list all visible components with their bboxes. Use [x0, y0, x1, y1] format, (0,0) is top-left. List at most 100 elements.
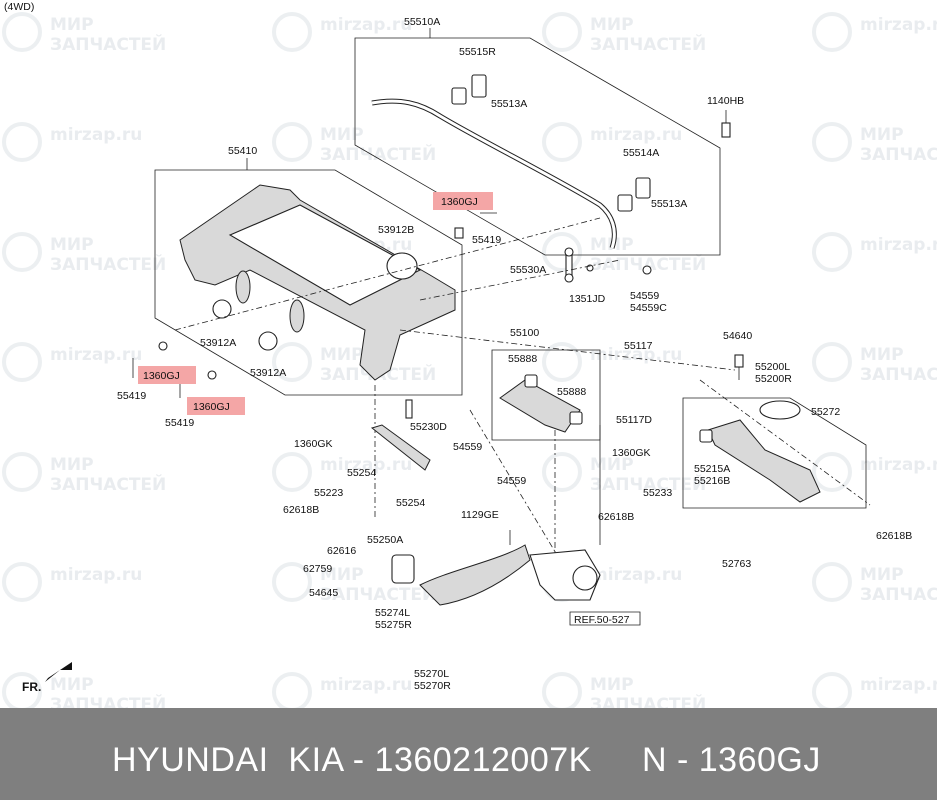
label-62618B-right: 62618B	[876, 530, 912, 542]
label-52763: 52763	[722, 558, 751, 570]
watermark-logo-icon	[272, 672, 312, 708]
watermark-text: mirzap.ru	[590, 345, 682, 365]
watermark-text: mirzap.ru	[860, 15, 937, 35]
label-1129GE: 1129GE	[461, 509, 499, 521]
label-55100: 55100	[510, 327, 539, 339]
watermark-text: ЗАПЧАСТЕЙ	[590, 693, 706, 708]
label-55216B: 55216B	[694, 475, 730, 487]
label-55117: 55117	[624, 340, 653, 352]
watermark-text: МИР	[50, 15, 94, 35]
watermark-logo-icon	[2, 122, 42, 162]
watermark-logo-icon	[2, 232, 42, 272]
front-arrow-icon	[45, 662, 72, 682]
watermark-text: mirzap.ru	[320, 675, 412, 695]
label-54559C: 54559C	[630, 302, 667, 314]
watermark-text: МИР	[860, 125, 904, 145]
subframe-group	[132, 158, 497, 398]
label-62759: 62759	[303, 563, 332, 575]
watermark-logo-icon	[812, 232, 852, 272]
watermark-text: mirzap.ru	[860, 675, 937, 695]
label-55515R: 55515R	[459, 46, 496, 58]
label-1140HB: 1140HB	[707, 95, 744, 107]
watermark-logo-icon	[542, 452, 582, 492]
label-55510A: 55510A	[404, 16, 440, 28]
label-54559: 54559	[630, 290, 659, 302]
label-55223: 55223	[314, 487, 343, 499]
label-55215A: 55215A	[694, 463, 730, 475]
highlight-1360gj-top	[433, 192, 493, 210]
watermark-text: ЗАПЧАСТЕЙ	[50, 693, 166, 708]
watermark-text: mirzap.ru	[50, 125, 142, 145]
label-54645: 54645	[309, 587, 338, 599]
watermark-logo-icon	[272, 122, 312, 162]
watermark-text: ЗАПЧАСТЕЙ	[860, 583, 937, 605]
trailing-arm-group	[370, 399, 641, 626]
watermark-logo-icon	[2, 672, 42, 708]
label-55530A: 55530A	[510, 264, 546, 276]
watermark-logo-icon	[542, 122, 582, 162]
label-55200R: 55200R	[755, 373, 792, 385]
watermark-text: МИР	[50, 675, 94, 695]
watermark-text: mirzap.ru	[320, 15, 412, 35]
bottom-banner: HYUNDAI KIA - 1360212007K N - 1360GJ	[0, 708, 937, 800]
label-62618B-left: 62618B	[283, 504, 319, 516]
label-1360GK-right: 1360GK	[612, 447, 651, 459]
watermark-text: ЗАПЧАСТЕЙ	[50, 253, 166, 275]
watermark-text: МИР	[320, 125, 364, 145]
watermark-text: ЗАПЧАСТЕЙ	[320, 583, 436, 605]
highlight-1360gj-mid	[187, 397, 245, 415]
watermark-logo-icon	[542, 12, 582, 52]
watermark-logo-icon	[812, 672, 852, 708]
label-55419-mid: 55419	[165, 417, 194, 429]
watermark-text: ЗАПЧАСТЕЙ	[50, 33, 166, 55]
watermark-logo-icon	[2, 562, 42, 602]
label-55274L: 55274L	[375, 607, 410, 619]
watermark-text: МИР	[320, 345, 364, 365]
watermark-text: МИР	[590, 15, 634, 35]
banner-part-number: HYUNDAI KIA - 1360212007K	[112, 741, 592, 779]
label-1360GJ-mid: 1360GJ	[193, 401, 230, 413]
label-front-direction: FR.	[22, 680, 41, 694]
watermark-text: mirzap.ru	[320, 455, 412, 475]
label-55888-right: 55888	[557, 386, 586, 398]
watermark-logo-icon	[542, 342, 582, 382]
label-53912B: 53912B	[378, 224, 414, 236]
label-55254-left: 55254	[347, 467, 376, 479]
watermark-text: ЗАПЧАСТЕЙ	[860, 143, 937, 165]
watermark-logo-icon	[812, 562, 852, 602]
lower-arm-group	[682, 354, 867, 509]
label-62616: 62616	[327, 545, 356, 557]
label-55254-right: 55254	[396, 497, 425, 509]
watermark-logo-icon	[812, 12, 852, 52]
watermark-logo-icon	[812, 342, 852, 382]
watermark-text: МИР	[860, 565, 904, 585]
label-55275R: 55275R	[375, 619, 412, 631]
watermark-text: mirzap.ru	[50, 345, 142, 365]
watermark-logo-icon	[812, 122, 852, 162]
label-55888-top: 55888	[508, 353, 537, 365]
watermark-text: МИР	[590, 675, 634, 695]
watermark-logo-icon	[812, 452, 852, 492]
label-1360GJ-top: 1360GJ	[441, 196, 478, 208]
label-ref-50-527: REF.50-527	[574, 614, 630, 626]
watermark-logo-icon	[2, 12, 42, 52]
watermark-text: mirzap.ru	[860, 235, 937, 255]
watermark-logo-icon	[272, 562, 312, 602]
highlight-1360gj-left	[138, 366, 196, 384]
watermark-text: ЗАПЧАСТЕЙ	[590, 473, 706, 495]
watermark-text: ЗАПЧАСТЕЙ	[320, 143, 436, 165]
label-55419-left: 55419	[117, 390, 146, 402]
watermark-text: ЗАПЧАСТЕЙ	[590, 33, 706, 55]
watermark-text: ЗАПЧАСТЕЙ	[860, 363, 937, 385]
watermark-text: ЗАПЧАСТЕЙ	[590, 253, 706, 275]
label-1360GK-left: 1360GK	[294, 438, 333, 450]
variant-label: (4WD)	[4, 1, 34, 13]
watermark-text: МИР	[590, 455, 634, 475]
label-55419-top: 55419	[472, 234, 501, 246]
label-54640: 54640	[723, 330, 752, 342]
label-55270R: 55270R	[414, 680, 451, 692]
watermark-logo-icon	[272, 12, 312, 52]
watermark-text: mirzap.ru	[590, 125, 682, 145]
